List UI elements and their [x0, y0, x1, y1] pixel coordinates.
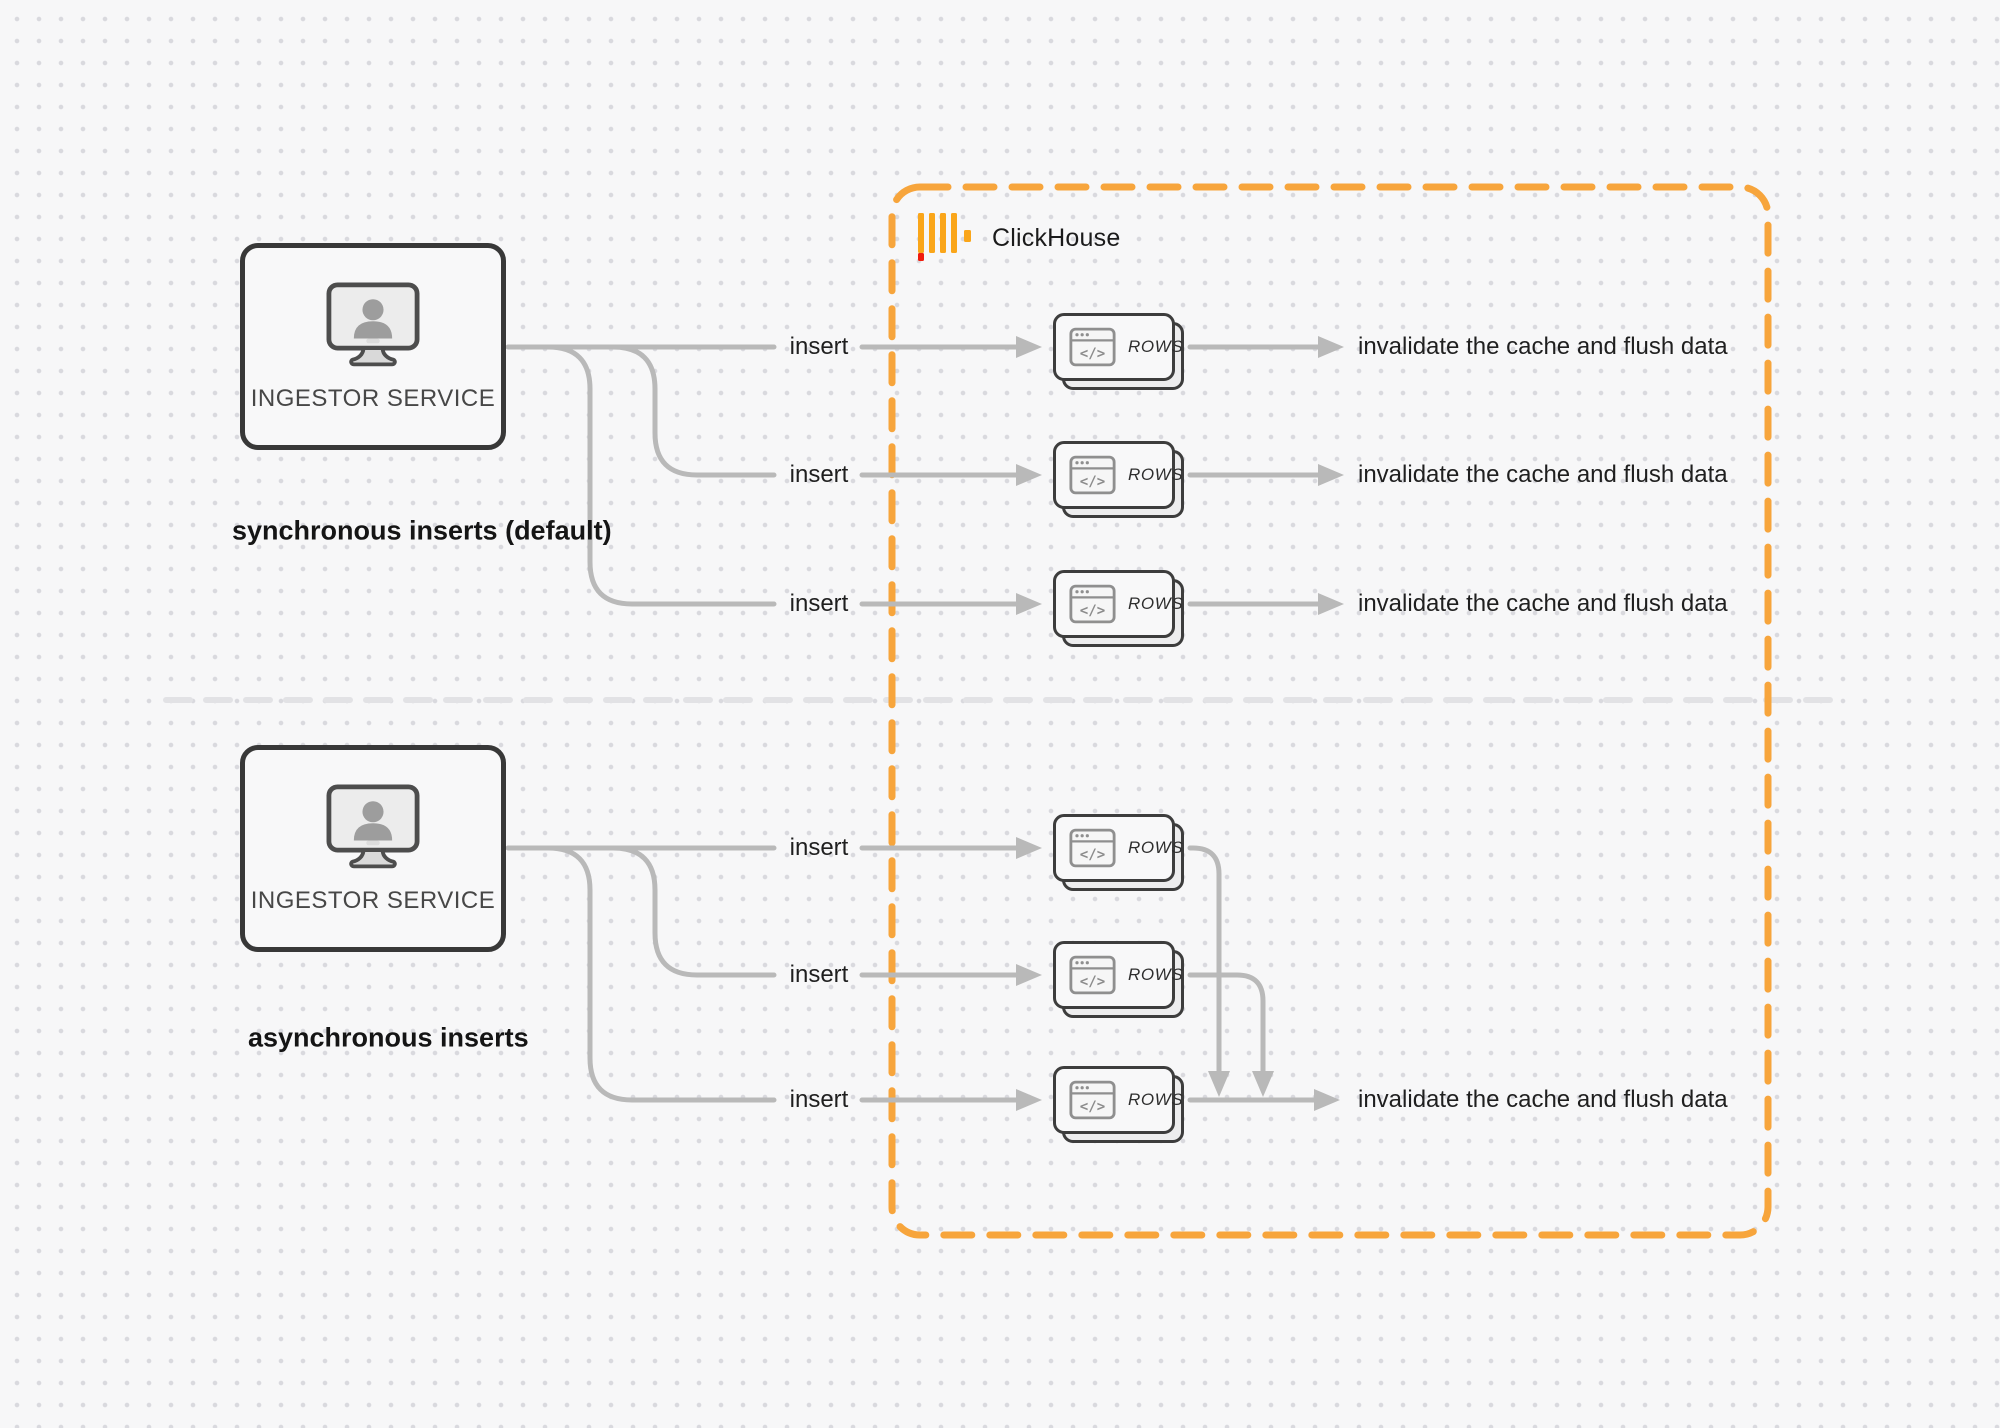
rows-label: ROWS — [1128, 965, 1184, 984]
sync-row3-line — [545, 344, 1021, 607]
rows-node: </> ROWS — [1053, 441, 1184, 518]
arrowhead-down-icon — [1208, 1071, 1230, 1097]
arrowhead-icon — [1016, 1089, 1042, 1111]
sync-section-caption: synchronous inserts (default) — [232, 515, 612, 546]
monitor-user-icon — [326, 783, 420, 868]
arrowheads — [1016, 336, 1344, 1111]
insert-label: insert — [789, 961, 849, 988]
arrowhead-icon — [1016, 837, 1042, 859]
rows-node-front: </> ROWS — [1053, 570, 1183, 638]
insert-label: insert — [789, 333, 849, 360]
clickhouse-name: ClickHouse — [992, 223, 1121, 252]
insert-label: insert — [789, 834, 849, 861]
clickhouse-header: ClickHouse — [918, 213, 1120, 263]
arrowhead-icon — [1016, 964, 1042, 986]
svg-text:</>: </> — [1080, 847, 1105, 863]
code-window-icon: </> — [1069, 1080, 1116, 1120]
code-window-icon: </> — [1069, 828, 1116, 868]
invalidate-cache-label: invalidate the cache and flush data — [1358, 461, 1728, 488]
rows-node-front: </> ROWS — [1053, 1066, 1183, 1134]
ingestor-service-label: INGESTOR SERVICE — [250, 384, 496, 412]
async-merge-line-1 — [1187, 845, 1222, 1075]
async-row3-line — [545, 845, 1021, 1103]
svg-text:</>: </> — [1080, 603, 1105, 619]
rows-label: ROWS — [1128, 337, 1184, 356]
rows-label: ROWS — [1128, 594, 1184, 613]
arrowhead-icon — [1016, 593, 1042, 615]
rows-node: </> ROWS — [1053, 814, 1184, 891]
svg-text:</>: </> — [1080, 974, 1105, 990]
rows-node: </> ROWS — [1053, 1066, 1184, 1143]
async-row2-line — [610, 845, 1021, 978]
rows-label: ROWS — [1128, 465, 1184, 484]
svg-text:</>: </> — [1080, 346, 1105, 362]
code-window-icon: </> — [1069, 955, 1116, 995]
ingestor-service-box-sync: INGESTOR SERVICE — [240, 243, 506, 450]
arrowhead-icon — [1016, 464, 1042, 486]
async-merge-line-2 — [1187, 972, 1266, 1075]
insert-label: insert — [789, 590, 849, 617]
arrowhead-icon — [1016, 336, 1042, 358]
clickhouse-boundary — [888, 183, 1772, 1239]
rows-label: ROWS — [1128, 838, 1184, 857]
arrowhead-icon — [1318, 336, 1344, 358]
code-window-icon: </> — [1069, 455, 1116, 495]
clickhouse-logo-icon — [918, 213, 971, 261]
rows-node: </> ROWS — [1053, 313, 1184, 390]
rows-node-front: </> ROWS — [1053, 941, 1183, 1009]
arrowhead-down-icon — [1252, 1071, 1274, 1097]
arrowhead-icon — [1314, 1089, 1340, 1111]
connector-lines — [505, 344, 1323, 1103]
rows-node-front: </> ROWS — [1053, 313, 1183, 381]
invalidate-cache-label: invalidate the cache and flush data — [1358, 590, 1728, 617]
svg-text:</>: </> — [1080, 1099, 1105, 1115]
rows-node: </> ROWS — [1053, 570, 1184, 647]
monitor-user-icon — [326, 281, 420, 366]
invalidate-cache-label: invalidate the cache and flush data — [1358, 1086, 1728, 1113]
ingestor-service-box-async: INGESTOR SERVICE — [240, 745, 506, 952]
svg-text:</>: </> — [1080, 474, 1105, 490]
code-window-icon: </> — [1069, 327, 1116, 367]
arrowhead-icon — [1318, 464, 1344, 486]
rows-node-front: </> ROWS — [1053, 814, 1183, 882]
insert-label: insert — [789, 1086, 849, 1113]
ingestor-service-label: INGESTOR SERVICE — [250, 886, 496, 914]
invalidate-cache-label: invalidate the cache and flush data — [1358, 333, 1728, 360]
rows-node: </> ROWS — [1053, 941, 1184, 1018]
sync-row2-line — [610, 344, 1021, 478]
rows-node-front: </> ROWS — [1053, 441, 1183, 509]
rows-label: ROWS — [1128, 1090, 1184, 1109]
arrowhead-icon — [1318, 593, 1344, 615]
async-section-caption: asynchronous inserts — [248, 1022, 529, 1053]
code-window-icon: </> — [1069, 584, 1116, 624]
insert-label: insert — [789, 461, 849, 488]
